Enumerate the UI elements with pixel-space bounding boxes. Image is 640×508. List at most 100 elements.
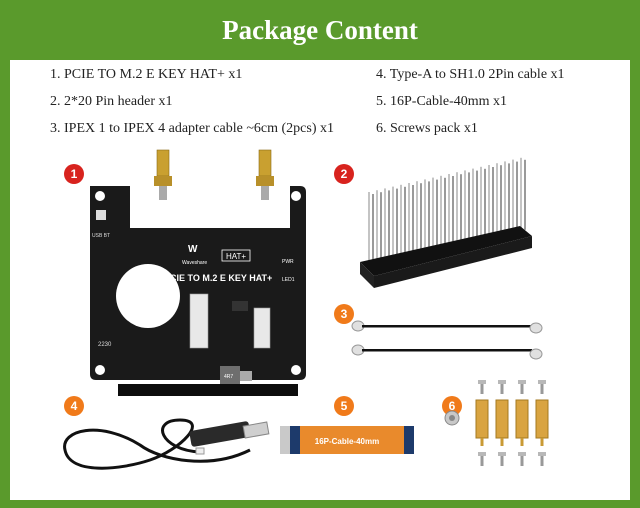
badge-3: 3 <box>334 304 354 324</box>
badge-5: 5 <box>334 396 354 416</box>
header-pin <box>412 185 414 255</box>
content-panel: 1. PCIE TO M.2 E KEY HAT+ x1 2. 2*20 Pin… <box>10 60 630 500</box>
screw-bottom <box>500 456 504 466</box>
header-pin <box>500 165 502 236</box>
header-pin <box>464 170 466 241</box>
brass-standoff <box>480 438 484 446</box>
header-pin <box>416 181 418 252</box>
header-pin <box>392 186 394 257</box>
screw-bottom <box>540 456 544 466</box>
board-title: PCIE TO M.2 E KEY HAT+ <box>164 273 272 283</box>
header-pin <box>452 176 454 246</box>
header-pin <box>388 190 390 261</box>
ffc-cable-image: 16P-Cable-40mm <box>280 426 414 454</box>
header-pin <box>456 172 458 243</box>
header-pin <box>444 177 446 248</box>
usb-bt-label: USB BT <box>92 233 110 239</box>
screw-bottom <box>538 452 546 456</box>
brass-standoff <box>515 399 529 439</box>
brass-standoff <box>475 399 489 439</box>
hat-board-image: USB BT W Waveshare HAT+ PWR LED1 PCIE TO… <box>90 149 306 396</box>
screw-bottom <box>520 456 524 466</box>
badge-6: 6 <box>442 396 462 416</box>
board-cutout <box>116 264 180 328</box>
ipex-cables-image <box>351 320 543 360</box>
screw-top <box>540 384 544 394</box>
header-pin <box>440 175 442 246</box>
svg-text:W: W <box>188 244 198 255</box>
screw-bottom <box>498 452 506 456</box>
nut <box>449 415 455 421</box>
header-pin <box>508 163 510 234</box>
header-pin <box>476 170 478 241</box>
ipex-cable-1 <box>351 320 543 334</box>
brand-label: Waveshare <box>182 260 207 266</box>
badge-2: 2 <box>334 164 354 184</box>
header-pin <box>524 159 526 230</box>
header-pin <box>512 159 514 230</box>
header-pin <box>472 168 474 239</box>
header-pin <box>428 181 430 252</box>
header-pin <box>372 194 374 264</box>
header-pin <box>420 183 422 254</box>
list-item: 3. IPEX 1 to IPEX 4 adapter cable ~6cm (… <box>50 121 334 136</box>
screw-top <box>498 380 506 384</box>
list-item: 2. 2*20 Pin header x1 <box>50 94 173 109</box>
header-pin <box>396 188 398 259</box>
header-pin <box>404 186 406 257</box>
header-pin <box>492 167 494 237</box>
led-label: LED1 <box>282 277 295 283</box>
screw-bottom <box>480 456 484 466</box>
inductor-label: 4R7 <box>224 374 233 380</box>
sma-antenna-left <box>154 149 172 200</box>
header-pin <box>460 174 462 245</box>
pwr-label: PWR <box>282 259 294 265</box>
header-pin <box>400 184 402 255</box>
list-item: 4. Type-A to SH1.0 2Pin cable x1 <box>376 67 565 82</box>
screw-top <box>480 384 484 394</box>
ffc-label: 16P-Cable-40mm <box>315 437 379 446</box>
list-item: 1. PCIE TO M.2 E KEY HAT+ x1 <box>50 67 243 82</box>
screw-top <box>520 384 524 394</box>
header-pin <box>380 192 382 263</box>
page-title: Package Content <box>222 14 418 45</box>
header-pin <box>424 179 426 250</box>
screw-top <box>500 384 504 394</box>
brass-standoff <box>495 399 509 439</box>
brass-standoff <box>540 438 544 446</box>
usb-cable-image <box>63 418 270 470</box>
brass-standoff <box>535 399 549 439</box>
header-pin <box>376 190 378 261</box>
list-item: 5. 16P-Cable-40mm x1 <box>376 94 508 109</box>
header-pin <box>484 168 486 239</box>
header-pin <box>488 165 490 235</box>
ipex-cable-2 <box>351 344 543 360</box>
badge-4: 4 <box>64 396 84 416</box>
pin-header-image <box>360 157 532 288</box>
header-pin <box>448 174 450 244</box>
screws-pack-image <box>444 380 549 466</box>
sma-antenna-right <box>256 149 274 200</box>
badge-1: 1 <box>64 164 84 184</box>
header-pin <box>368 192 370 262</box>
header-pin <box>504 161 506 232</box>
screw-top <box>478 380 486 384</box>
header-pin <box>480 166 482 237</box>
header-pin <box>436 179 438 250</box>
size-label: 2230 <box>98 342 112 348</box>
screw-top <box>538 380 546 384</box>
header-pin <box>496 163 498 234</box>
list-item: 6. Screws pack x1 <box>376 121 478 136</box>
header-pin <box>520 157 522 228</box>
hat-label: HAT+ <box>226 252 246 261</box>
header-pin <box>384 188 386 259</box>
screw-bottom <box>478 452 486 456</box>
header-pin <box>516 161 518 232</box>
brass-standoff <box>500 438 504 446</box>
header-pin <box>408 183 410 253</box>
brass-standoff <box>520 438 524 446</box>
screw-top <box>518 380 526 384</box>
screw-bottom <box>518 452 526 456</box>
header-pin <box>432 177 434 248</box>
